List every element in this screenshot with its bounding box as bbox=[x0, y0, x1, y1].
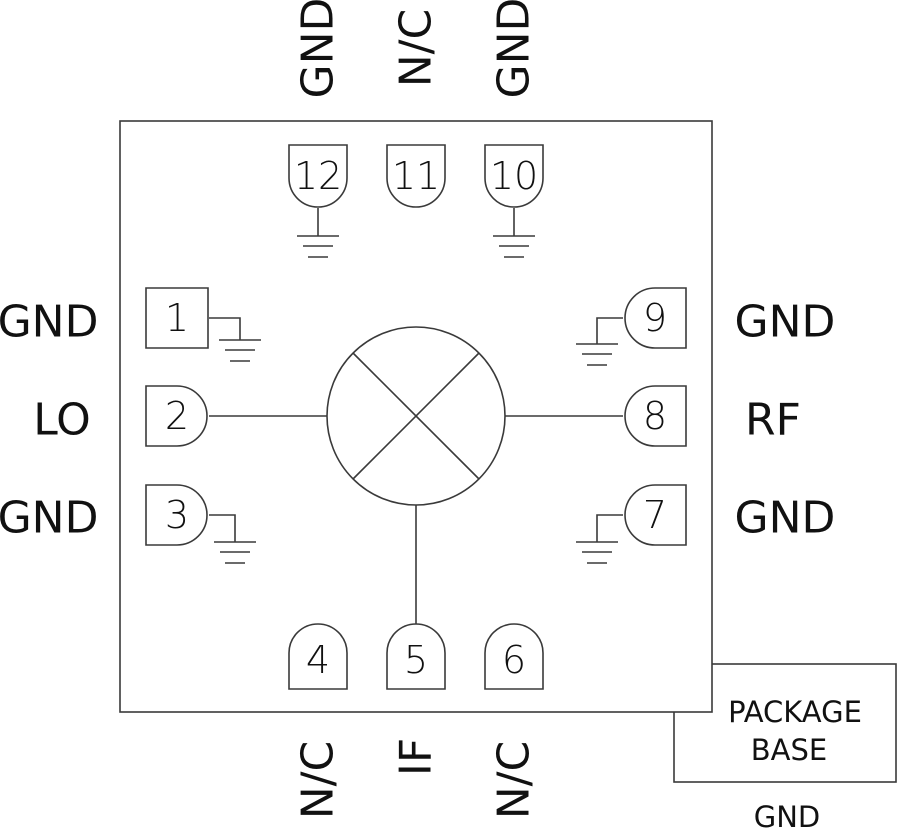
pin-2: 2 bbox=[145, 385, 208, 447]
pin-label-2: LO bbox=[33, 395, 91, 446]
pin-pad bbox=[624, 484, 687, 546]
pin-number: 9 bbox=[643, 296, 667, 340]
pin-8: 8 bbox=[624, 385, 687, 447]
ground-wire bbox=[596, 514, 623, 542]
ground-icon bbox=[297, 235, 339, 258]
pin-pad bbox=[624, 385, 687, 447]
pin-1: 1 bbox=[145, 287, 261, 362]
pin-pad bbox=[145, 484, 208, 546]
pin-label-5: IF bbox=[391, 738, 442, 776]
pin-label-6: N/C bbox=[489, 741, 540, 819]
pin-number: 1 bbox=[165, 296, 189, 340]
pin-label-10: GND bbox=[489, 0, 540, 98]
pin-label-7: GND bbox=[735, 493, 836, 544]
pin-pad bbox=[386, 144, 446, 208]
pin-pad bbox=[386, 623, 446, 690]
pin-pad bbox=[484, 144, 544, 208]
pin-7: 7 bbox=[576, 484, 687, 564]
pin-label-11: N/C bbox=[391, 9, 442, 87]
pin-12: 12 bbox=[288, 144, 348, 258]
package-base-box bbox=[673, 663, 897, 783]
pin-label-4: N/C bbox=[293, 741, 344, 819]
package-base-label: GND bbox=[754, 800, 821, 831]
ground-wire bbox=[209, 514, 236, 542]
pin-number: 10 bbox=[490, 154, 538, 198]
pin-10: 10 bbox=[484, 144, 544, 258]
pin-number: 3 bbox=[165, 493, 189, 537]
pin-label-8: RF bbox=[745, 395, 801, 446]
pin-pad bbox=[145, 287, 209, 349]
pin-number: 11 bbox=[392, 154, 440, 198]
pin-number: 4 bbox=[306, 638, 330, 682]
ground-icon bbox=[576, 541, 618, 564]
pin-pad bbox=[145, 385, 208, 447]
package-base-line2: BASE bbox=[751, 733, 827, 767]
pin-number: 2 bbox=[165, 394, 189, 438]
ground-icon bbox=[214, 541, 256, 564]
pin-5: 5 bbox=[386, 623, 446, 690]
pin-pad bbox=[484, 623, 544, 690]
pin-number: 7 bbox=[643, 493, 667, 537]
pin-number: 6 bbox=[502, 638, 526, 682]
pin-label-1: GND bbox=[0, 297, 98, 348]
pin-3: 3 bbox=[145, 484, 256, 564]
ground-icon bbox=[576, 343, 618, 366]
pin-number: 12 bbox=[294, 154, 342, 198]
ground-wire bbox=[209, 317, 241, 340]
pin-label-9: GND bbox=[735, 297, 836, 348]
pin-number: 5 bbox=[404, 638, 428, 682]
pin-label-12: GND bbox=[293, 0, 344, 98]
ground-wire bbox=[596, 317, 623, 344]
pin-pad bbox=[288, 144, 348, 208]
pin-number: 8 bbox=[643, 394, 667, 438]
ground-icon bbox=[219, 339, 261, 362]
pin-pad bbox=[288, 623, 348, 690]
pin-pad bbox=[624, 287, 687, 349]
pin-4: 4 bbox=[288, 623, 348, 690]
pin-6: 6 bbox=[484, 623, 544, 690]
pin-11: 11 bbox=[386, 144, 446, 208]
ground-icon bbox=[493, 235, 535, 258]
pin-9: 9 bbox=[576, 287, 687, 366]
package-base-line1: PACKAGE bbox=[728, 695, 862, 729]
pin-label-3: GND bbox=[0, 493, 98, 544]
